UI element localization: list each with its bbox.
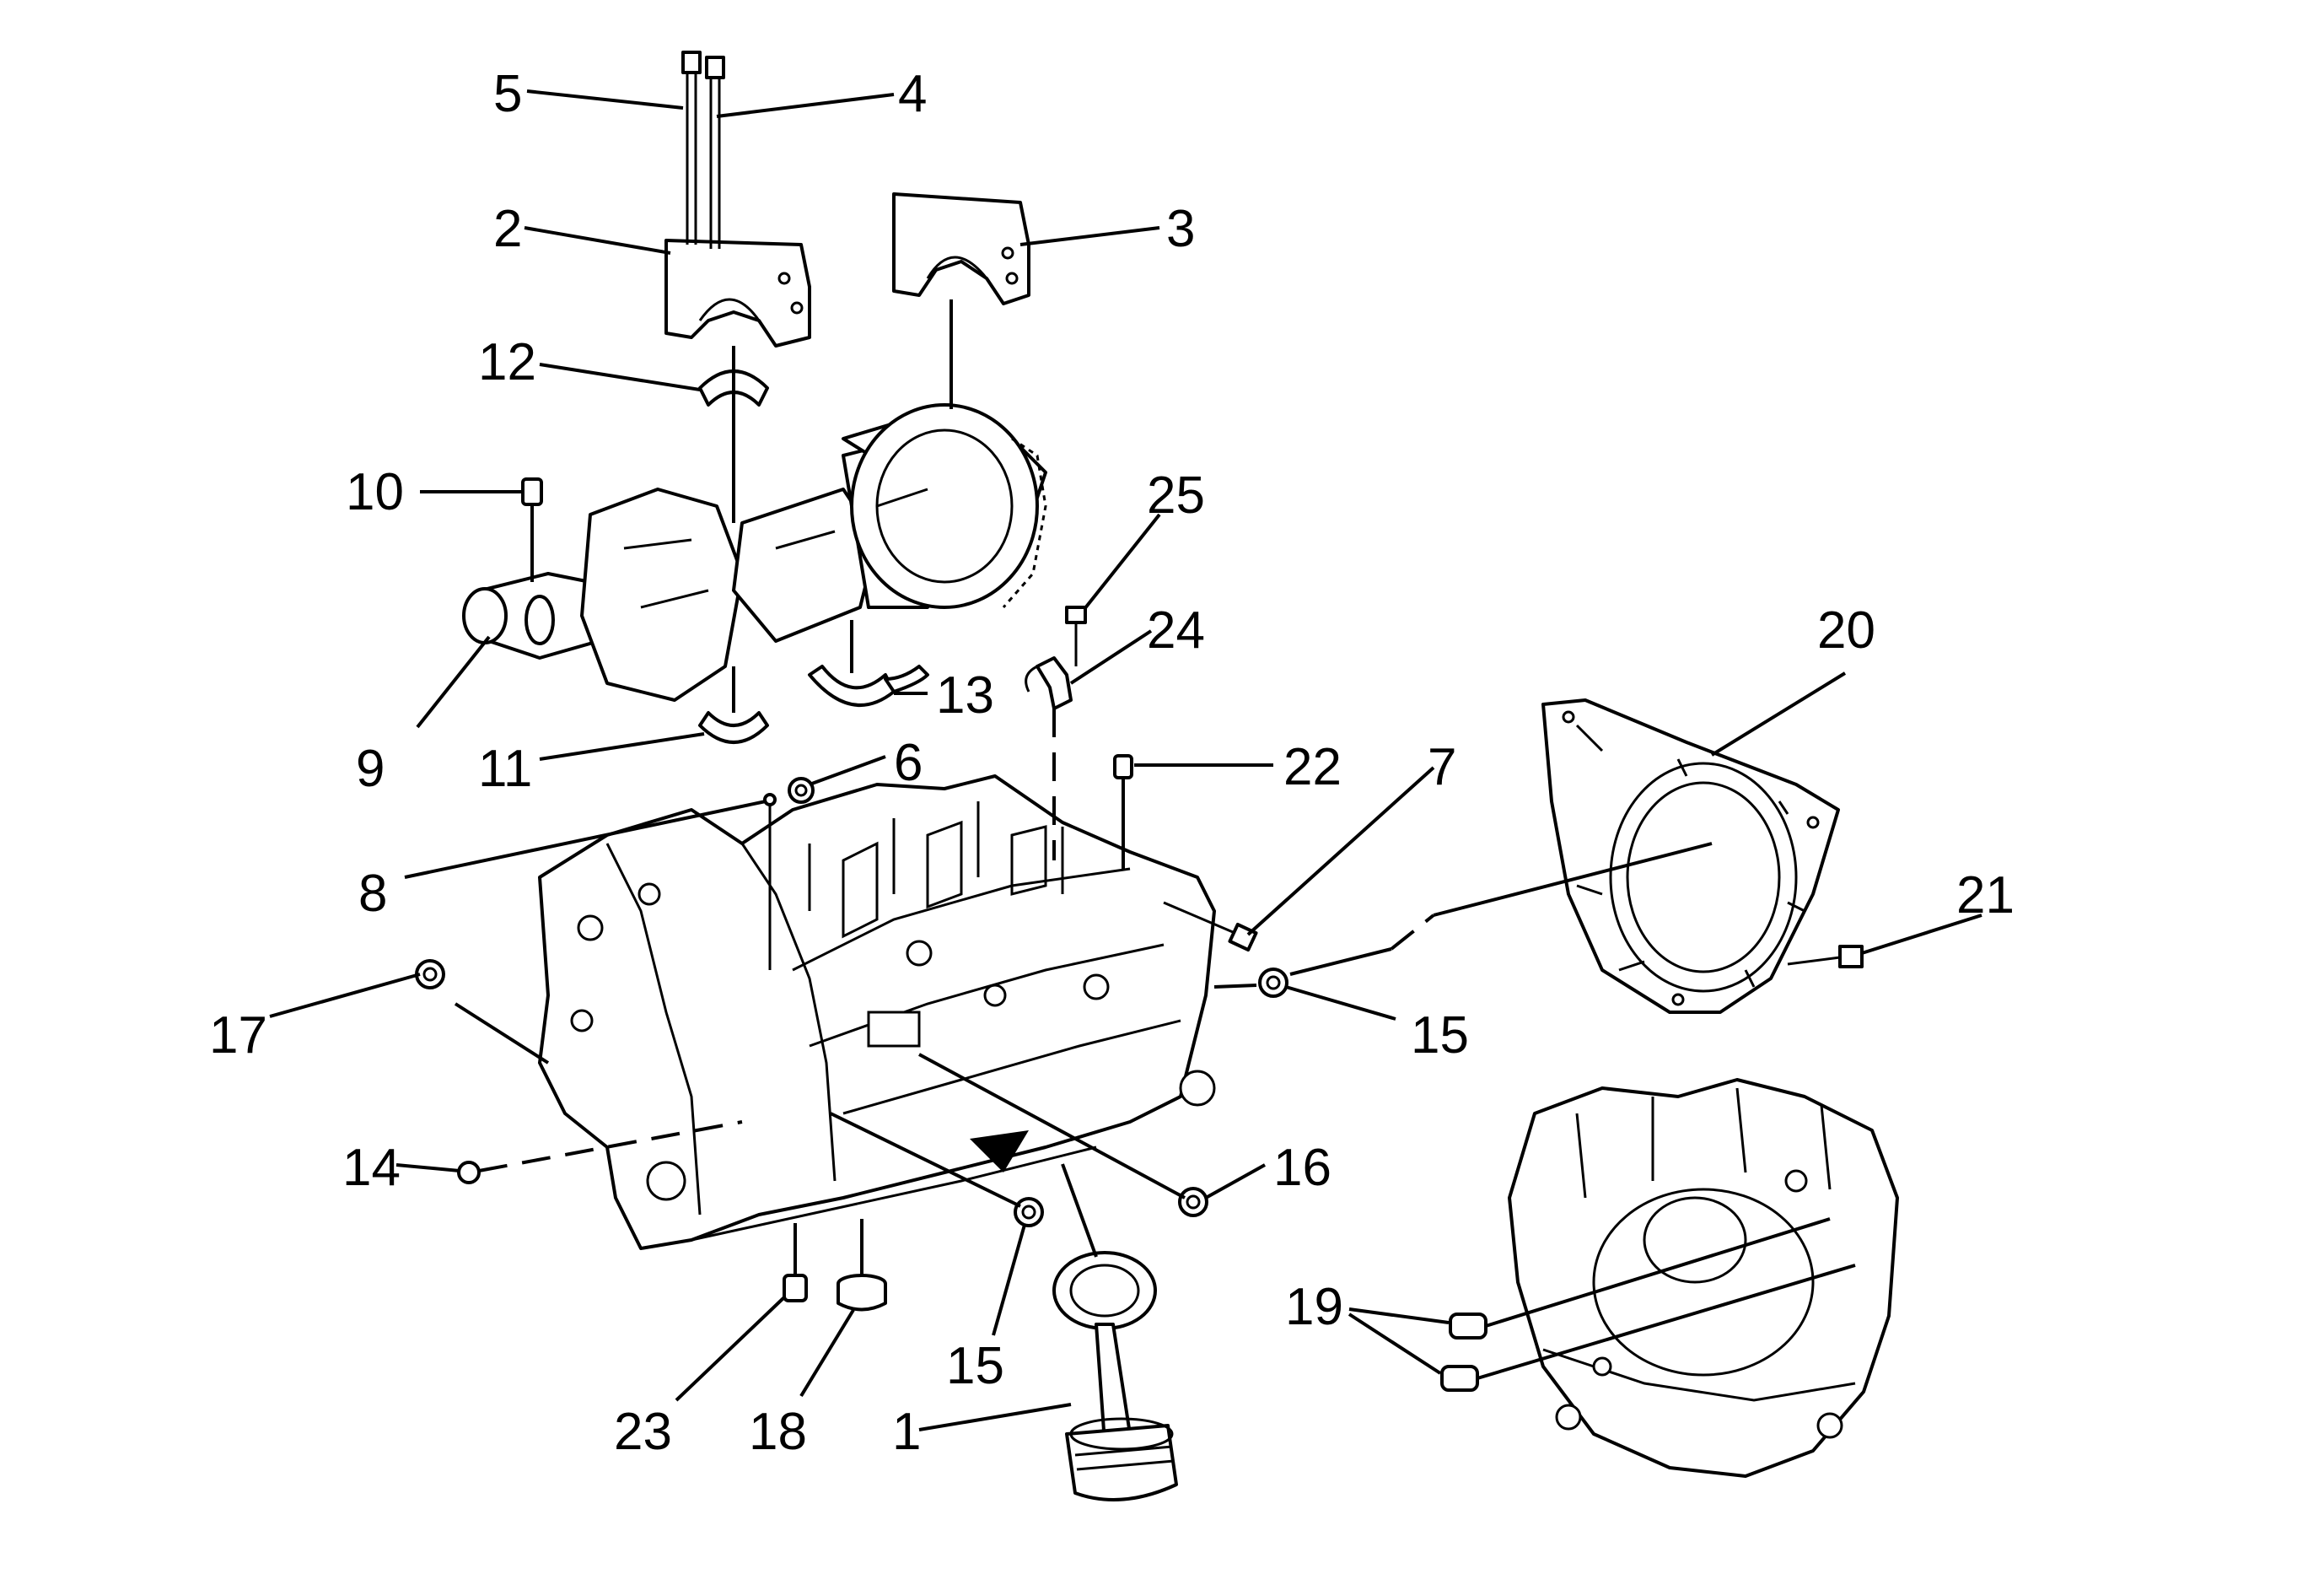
main-bearing-cap-bolt-inner <box>705 56 725 249</box>
callout-5: 5 <box>493 65 522 123</box>
callout-7: 7 <box>1428 738 1456 796</box>
callout-22: 22 <box>1283 738 1342 796</box>
bolt-21 <box>1787 945 1864 968</box>
bolt-25 <box>1065 606 1087 666</box>
plug-18 <box>837 1274 887 1312</box>
callout-21: 21 <box>1956 866 2015 924</box>
main-bearing-cap-front <box>664 239 811 348</box>
dowel-pin-23 <box>783 1274 808 1302</box>
callout-14: 14 <box>342 1139 401 1197</box>
callout-16: 16 <box>1273 1139 1331 1197</box>
callout-17: 17 <box>209 1006 267 1065</box>
engine-block-rear-view <box>1508 1078 1899 1478</box>
callout-11: 11 <box>478 740 532 798</box>
callout-8: 8 <box>358 865 387 923</box>
callout-15-bottom: 15 <box>946 1337 1004 1395</box>
plug-6 <box>788 777 815 804</box>
callout-numbers: 5 4 2 3 12 10 25 20 24 13 9 11 6 22 7 8 … <box>209 65 2015 1461</box>
piston-oil-nozzle <box>1025 656 1073 710</box>
plug-16 <box>1178 1187 1208 1217</box>
main-bearing-cap-bolt-outer <box>681 51 702 245</box>
callout-13: 13 <box>936 666 994 725</box>
main-bearing-cap-rear <box>892 192 1030 305</box>
callout-19: 19 <box>1285 1278 1343 1336</box>
thrust-bearing <box>808 665 929 707</box>
pin-8 <box>763 793 777 970</box>
dowel-pin-22 <box>1113 754 1133 779</box>
bolt-7 <box>1163 901 1258 952</box>
engine-block <box>538 774 1216 1250</box>
callout-3: 3 <box>1166 200 1195 258</box>
callout-10: 10 <box>346 463 404 521</box>
plug-17 <box>415 959 445 989</box>
plug-14 <box>457 1161 481 1184</box>
callout-4: 4 <box>898 65 927 123</box>
callout-6: 6 <box>894 734 923 792</box>
connecting-rod-and-piston <box>1052 1251 1178 1501</box>
callout-18: 18 <box>749 1403 807 1461</box>
callout-23: 23 <box>614 1403 672 1461</box>
callout-24: 24 <box>1147 601 1205 660</box>
dowel-pin-10 <box>521 477 543 506</box>
callout-15-right: 15 <box>1411 1006 1469 1065</box>
callout-20: 20 <box>1817 601 1875 660</box>
plug-15-bottom <box>1014 1197 1044 1227</box>
callout-12: 12 <box>478 333 536 391</box>
callout-1: 1 <box>892 1403 921 1461</box>
leader-lines <box>269 89 1982 1431</box>
plug-15-right <box>1258 968 1288 998</box>
callout-2: 2 <box>493 200 522 258</box>
callout-9: 9 <box>356 740 385 798</box>
callout-25: 25 <box>1147 466 1205 525</box>
crankshaft <box>462 403 1047 702</box>
lower-crankshaft-bearing <box>698 711 769 744</box>
rear-main-seal-housing <box>1541 698 1840 1014</box>
